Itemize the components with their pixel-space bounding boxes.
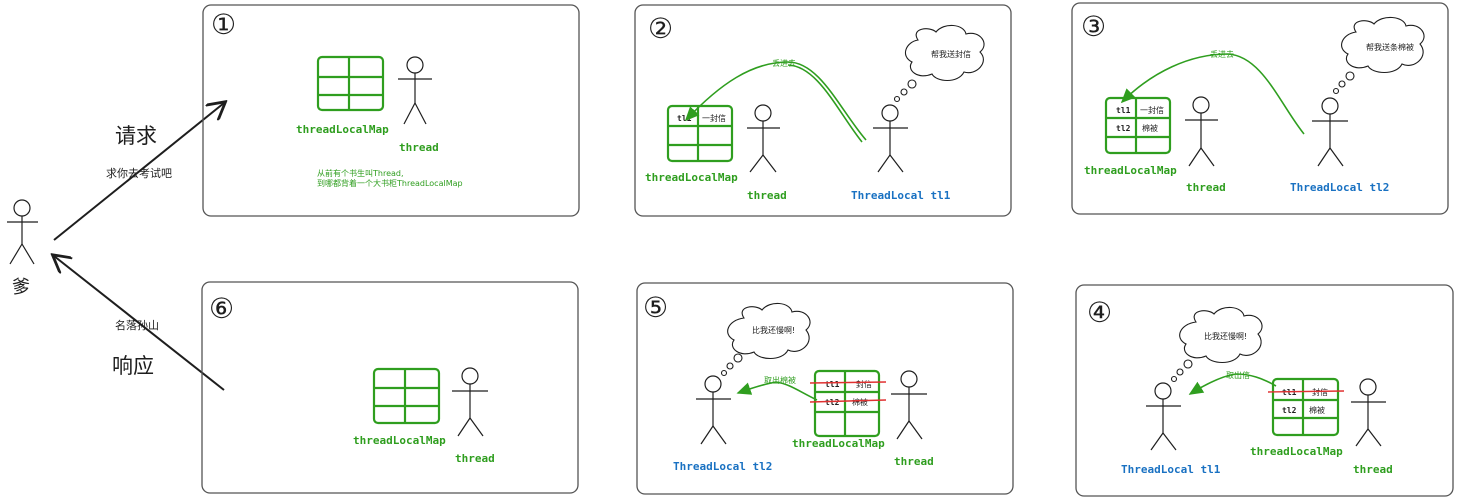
panel-3-thought-bubble (1332, 16, 1425, 95)
panel-3-map-grid (1104, 96, 1172, 155)
panel-4-get-arrow (1188, 373, 1277, 395)
panel-3-thread-label: thread (1186, 181, 1226, 194)
panel-4-strike-row1 (1267, 390, 1345, 393)
panel-6-number: ⑥ (209, 292, 234, 325)
panel-3-row2-key: tl2 (1116, 124, 1131, 133)
panel-5-thought-bubble (720, 302, 811, 377)
panel-6-map-grid (372, 367, 441, 425)
panel-2-thread-label: thread (747, 189, 787, 202)
response-arrow (54, 256, 225, 391)
panel-4-row2-key: tl2 (1282, 406, 1297, 415)
panel-1-number: ① (211, 8, 236, 41)
panel-2-threadlocal-figure (873, 104, 908, 173)
panel-4-threadlocal-figure (1146, 382, 1181, 451)
panel-1: ① threadLocalMap thread 从前有个书生叫Thread, 到… (202, 4, 580, 217)
panel-4-thought-text: 比我还慢啊! (1204, 331, 1247, 341)
panel-3-arrow-label: 丢进去 (1210, 49, 1234, 59)
panel-4-thread-label: thread (1353, 463, 1393, 476)
panel-4-map-grid (1271, 377, 1340, 437)
panel-2-thread-figure (747, 104, 780, 173)
panel-3-row2-value: 棉被 (1142, 123, 1158, 133)
father-stick-figure (7, 199, 38, 265)
panel-2-cell-value: 一封信 (702, 113, 726, 123)
request-title: 请求 (115, 124, 157, 148)
panel-3-row1-value: 一封信 (1140, 105, 1164, 115)
panel-2: ② tl1 一封信 threadLocalMap thread 丢进去 帮我送封… (634, 4, 1012, 217)
panel-1-story-line2: 到哪都背着一个大书柜ThreadLocalMap (317, 178, 463, 188)
panel-5-thread-figure (891, 370, 927, 440)
panel-5-threadlocal-figure (696, 375, 731, 445)
panel-5-row2-value: 棉被 (852, 397, 868, 407)
panel-4-row1-key: tl1 (1282, 388, 1297, 397)
panel-5-threadlocal-label: ThreadLocal tl2 (673, 460, 772, 473)
panel-5-thread-label: thread (894, 455, 934, 468)
panel-2-map-label: threadLocalMap (645, 171, 738, 184)
panel-6: ⑥ threadLocalMap thread (201, 281, 579, 494)
response-subtitle: 名落孙山 (115, 318, 159, 332)
panel-3: ③ tl1 一封信 tl2 棉被 threadLocalMap thread 丢… (1071, 2, 1449, 215)
panel-5-arrow-label: 取出棉被 (764, 375, 796, 385)
panel-5-get-arrow (736, 381, 818, 401)
father-label: 爹 (12, 277, 30, 298)
panel-1-thread-label: thread (399, 141, 439, 154)
panel-6-thread-figure (452, 367, 488, 437)
panel-2-number: ② (648, 12, 673, 45)
panel-1-story-line1: 从前有个书生叫Thread, (317, 168, 404, 178)
panel-4-row2-value: 棉被 (1309, 405, 1325, 415)
panel-3-thread-figure (1185, 96, 1218, 167)
panel-3-threadlocal-figure (1312, 97, 1348, 167)
request-arrow (53, 103, 224, 241)
panel-1-thread-figure (398, 56, 432, 125)
panel-5-row2-key: tl2 (825, 398, 840, 407)
panel-3-thought-text: 帮我送条棉被 (1366, 42, 1414, 52)
panel-5: ⑤ 比我还慢啊! ThreadLocal tl2 取出棉被 tl1 封信 tl2… (636, 282, 1014, 495)
panel-5-row1-key: tl1 (825, 380, 840, 389)
response-title: 响应 (112, 354, 154, 378)
panel-5-row1-value: 封信 (856, 379, 872, 389)
panel-4-thought-bubble (1170, 306, 1263, 383)
panel-6-thread-label: thread (455, 452, 495, 465)
panel-4-number: ④ (1087, 296, 1112, 329)
panel-2-thought-text: 帮我送封信 (931, 49, 971, 59)
panel-6-map-label: threadLocalMap (353, 434, 446, 447)
panel-5-thought-text: 比我还慢啊! (752, 325, 795, 335)
panel-4: ④ 比我还慢啊! ThreadLocal tl1 取出信 tl1 封信 tl2 … (1075, 284, 1454, 497)
panel-2-thought-bubble (893, 24, 985, 103)
panel-2-arrow-label: 丢进去 (772, 58, 796, 68)
panel-5-strike-row2 (809, 399, 887, 403)
panel-5-number: ⑤ (643, 291, 668, 324)
panel-3-row1-key: tl1 (1116, 106, 1131, 115)
panel-4-threadlocal-label: ThreadLocal tl1 (1121, 463, 1221, 476)
panel-3-number: ③ (1081, 10, 1106, 43)
panel-3-put-arrow (1120, 53, 1305, 135)
panel-5-strike-row1 (809, 381, 887, 384)
panel-1-map-label: threadLocalMap (296, 123, 389, 136)
panel-2-threadlocal-label: ThreadLocal tl1 (851, 189, 951, 202)
panel-2-cell-key: tl1 (677, 114, 692, 123)
request-subtitle: 求你去考试吧 (106, 167, 172, 180)
panel-5-map-grid (813, 369, 881, 438)
panel-3-map-label: threadLocalMap (1084, 164, 1177, 177)
panel-4-thread-figure (1351, 378, 1386, 447)
panel-5-map-label: threadLocalMap (792, 437, 885, 450)
panel-1-map-grid (316, 55, 385, 112)
panel-4-arrow-label: 取出信 (1226, 370, 1250, 380)
panel-3-threadlocal-label: ThreadLocal tl2 (1290, 181, 1389, 194)
panel-4-map-label: threadLocalMap (1250, 445, 1343, 458)
panel-2-put-arrow (684, 61, 867, 141)
